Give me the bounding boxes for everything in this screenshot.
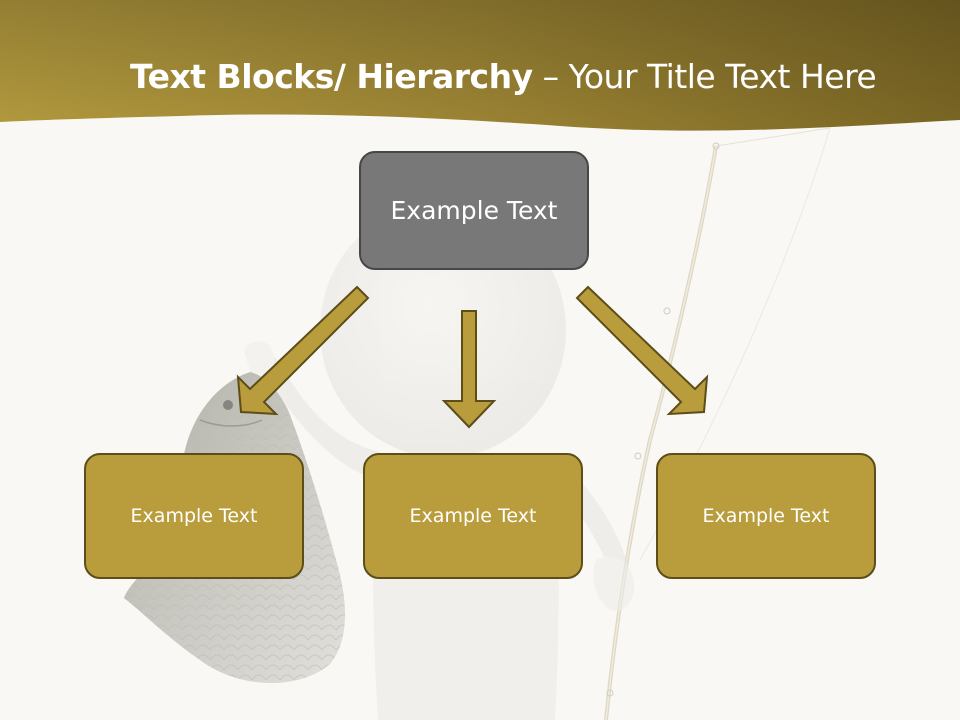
hierarchy-child-label: Example Text	[130, 505, 258, 527]
title-rest-part: – Your Title Text Here	[532, 57, 877, 96]
hierarchy-root-box: Example Text	[359, 151, 589, 270]
hierarchy-child-label: Example Text	[409, 505, 537, 527]
hierarchy-child-box-middle: Example Text	[363, 453, 583, 579]
hierarchy-child-label: Example Text	[702, 505, 830, 527]
title-bold-part: Text Blocks/ Hierarchy	[130, 57, 533, 96]
hierarchy-root-label: Example Text	[390, 196, 558, 225]
fishing-rod-icon	[604, 127, 831, 720]
slide-title: Text Blocks/ Hierarchy – Your Title Text…	[130, 52, 910, 102]
hierarchy-child-box-right: Example Text	[656, 453, 876, 579]
hierarchy-child-box-left: Example Text	[84, 453, 304, 579]
